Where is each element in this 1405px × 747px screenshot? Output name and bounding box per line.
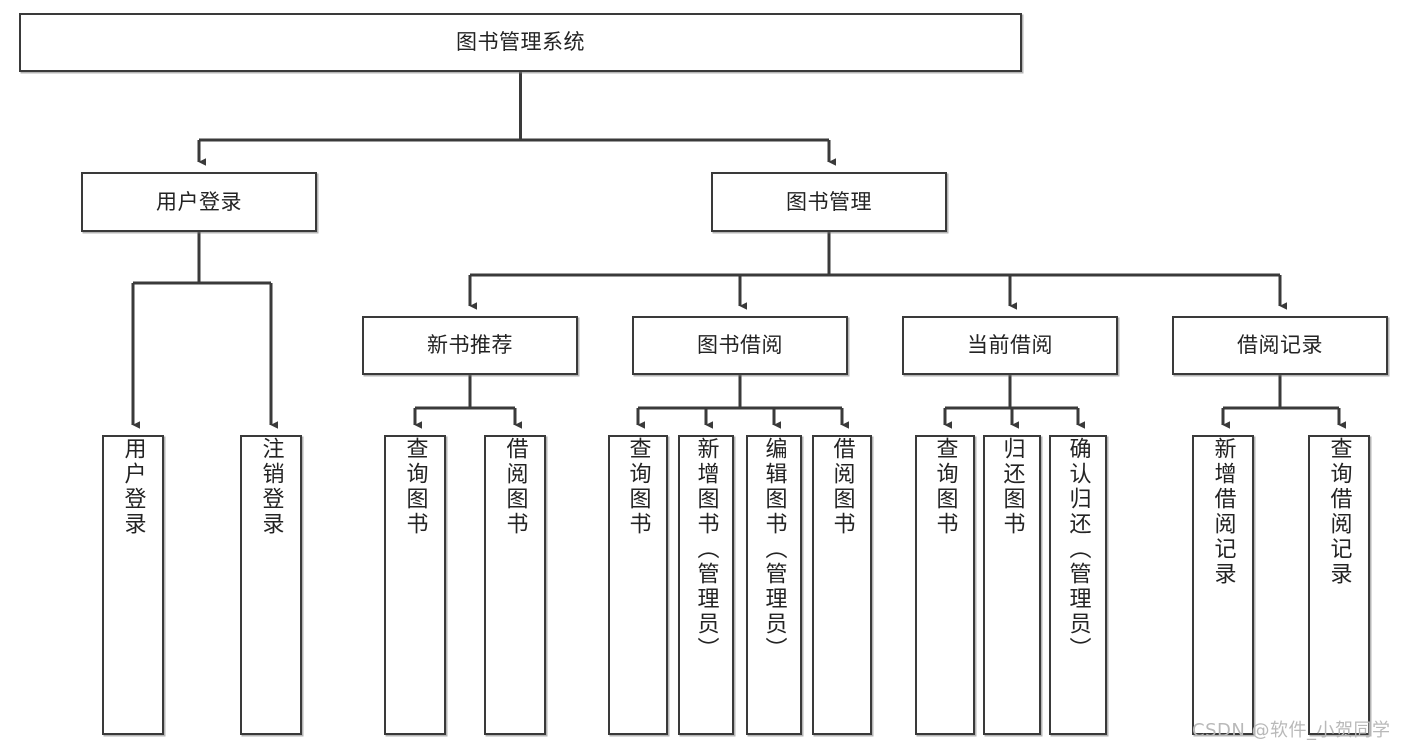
node-root-system[interactable]: 图书管理系统 bbox=[19, 13, 1022, 72]
node-leaf-user-login[interactable]: 用户登录 bbox=[102, 435, 164, 735]
node-leaf-add-borrow-record[interactable]: 新增借阅记录 bbox=[1192, 435, 1254, 735]
node-leaf-confirm-return-admin-label: 确认归还（管理员） bbox=[1065, 437, 1091, 662]
node-leaf-confirm-return-admin[interactable]: 确认归还（管理员） bbox=[1049, 435, 1107, 735]
node-new-book-recommend[interactable]: 新书推荐 bbox=[362, 316, 578, 375]
node-leaf-query-book-current-label: 查询图书 bbox=[932, 437, 958, 537]
node-book-manage-label: 图书管理 bbox=[786, 189, 872, 214]
node-leaf-add-borrow-record-label: 新增借阅记录 bbox=[1210, 437, 1236, 587]
node-leaf-query-book-recommend[interactable]: 查询图书 bbox=[384, 435, 446, 735]
node-leaf-query-book-borrow[interactable]: 查询图书 bbox=[608, 435, 668, 735]
node-leaf-logout-login[interactable]: 注销登录 bbox=[240, 435, 302, 735]
node-book-borrow[interactable]: 图书借阅 bbox=[632, 316, 848, 375]
csdn-watermark: CSDN @软件_小贺同学 bbox=[1192, 720, 1391, 741]
node-leaf-borrow-book-label: 借阅图书 bbox=[829, 437, 855, 537]
node-leaf-query-book-current[interactable]: 查询图书 bbox=[915, 435, 975, 735]
node-leaf-query-borrow-record[interactable]: 查询借阅记录 bbox=[1308, 435, 1370, 735]
node-leaf-query-book-recommend-label: 查询图书 bbox=[402, 437, 428, 537]
node-root-label: 图书管理系统 bbox=[456, 30, 585, 55]
node-new-book-recommend-label: 新书推荐 bbox=[427, 333, 513, 358]
node-borrow-record[interactable]: 借阅记录 bbox=[1172, 316, 1388, 375]
node-leaf-return-book[interactable]: 归还图书 bbox=[983, 435, 1041, 735]
node-leaf-add-book-admin-label: 新增图书（管理员） bbox=[693, 437, 719, 662]
node-current-borrow[interactable]: 当前借阅 bbox=[902, 316, 1118, 375]
node-leaf-query-borrow-record-label: 查询借阅记录 bbox=[1326, 437, 1352, 587]
node-borrow-record-label: 借阅记录 bbox=[1237, 333, 1323, 358]
node-leaf-add-book-admin[interactable]: 新增图书（管理员） bbox=[678, 435, 734, 735]
node-book-borrow-label: 图书借阅 bbox=[697, 333, 783, 358]
node-leaf-edit-book-admin[interactable]: 编辑图书（管理员） bbox=[746, 435, 802, 735]
node-current-borrow-label: 当前借阅 bbox=[967, 333, 1053, 358]
node-user-login[interactable]: 用户登录 bbox=[81, 172, 317, 232]
node-leaf-borrow-book[interactable]: 借阅图书 bbox=[812, 435, 872, 735]
node-leaf-user-login-label: 用户登录 bbox=[120, 437, 146, 537]
node-leaf-borrow-book-recommend-label: 借阅图书 bbox=[502, 437, 528, 537]
node-leaf-edit-book-admin-label: 编辑图书（管理员） bbox=[761, 437, 787, 662]
node-leaf-query-book-borrow-label: 查询图书 bbox=[625, 437, 651, 537]
node-book-manage[interactable]: 图书管理 bbox=[711, 172, 947, 232]
node-user-login-label: 用户登录 bbox=[156, 189, 242, 214]
node-leaf-logout-login-label: 注销登录 bbox=[258, 437, 284, 537]
node-leaf-return-book-label: 归还图书 bbox=[999, 437, 1025, 537]
node-leaf-borrow-book-recommend[interactable]: 借阅图书 bbox=[484, 435, 546, 735]
